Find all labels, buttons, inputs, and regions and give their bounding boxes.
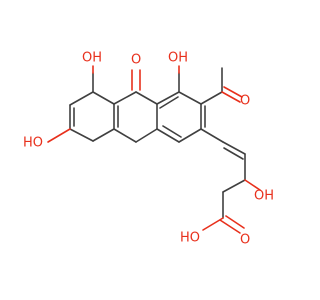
hydroxyl-label: OH — [168, 51, 188, 66]
enol-hydroxyl-label: OH — [254, 189, 274, 204]
oxygen-bonds — [47, 65, 261, 234]
acid-carbonyl-oxygen-label: O — [240, 233, 250, 248]
carbon-bonds — [69, 67, 246, 219]
hydroxyl-label: HO — [23, 136, 43, 151]
acetyl-oxygen-label: O — [240, 94, 250, 109]
acid-hydroxyl-label: HO — [180, 231, 200, 246]
atom-labels: OH O OH O HO OH HO O — [23, 51, 274, 248]
ketone-oxygen-label: O — [131, 53, 141, 68]
hydroxyl-label: OH — [82, 51, 102, 66]
chemical-structure-diagram: OH O OH O HO OH HO O — [23, 51, 274, 248]
